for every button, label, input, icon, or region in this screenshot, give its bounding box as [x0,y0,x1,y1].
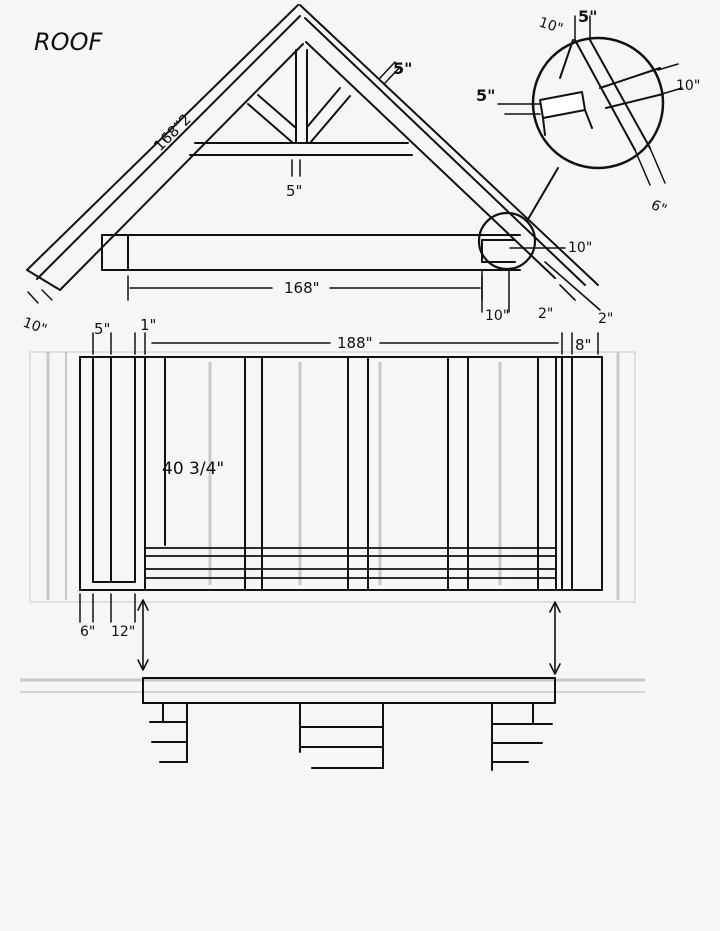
transfer-arrows [137,599,561,675]
detail-circle [531,36,665,170]
detail-left-label: 5" [476,86,495,105]
rafter-length-label: 168"2 [150,110,195,155]
overhang-a-label: 2" [538,306,553,322]
post-width-label: 5" [94,320,110,338]
bearing-width-label: 10" [485,308,509,324]
king-post [295,49,308,144]
gap-label: 1" [140,316,156,334]
web-thickness-label: 5" [286,182,302,200]
page-title: ROOF [34,28,103,56]
right-pier [491,702,553,771]
bottom-left-b-label: 12" [111,624,135,640]
wall-dimension-ticks [79,332,599,623]
detail-bottom-label: 6" [648,197,669,218]
end-width-label: 8" [575,336,591,354]
wall-length-label: 188" [337,334,373,352]
web-braces [247,87,351,144]
enlarged-detail: 10" 5" 5" 10" 6" [476,7,700,218]
wall-outline [79,356,603,591]
detail-right-label: 10" [676,78,700,94]
truss-dimension-ticks [27,61,510,313]
overhang-extension [544,261,601,311]
center-pier [299,702,384,769]
tie-beam-depth-label: 10" [568,240,592,256]
detail-top-right-label: 5" [578,7,597,26]
detail-leader-line [526,167,559,222]
tie-beam [101,234,521,271]
sill-beam [142,677,556,704]
bottom-left-a-label: 6" [80,624,95,640]
detail-rafter [559,39,651,151]
detail-callout-circle [477,211,537,271]
span-label: 168" [284,279,320,297]
detail-dimension-ticks [497,15,683,186]
paper-show-through [20,351,645,693]
detail-top-left-label: 10" [537,15,565,38]
right-end-posts [537,356,573,591]
left-pier [149,702,188,763]
left-end-posts [92,356,166,591]
overhang-b-label: 2" [598,311,613,327]
collar-tie [189,142,413,156]
detail-purlin [599,67,664,109]
stud-spacing-label: 40 3/4" [162,459,224,479]
rafter-thickness-label: 5" [393,59,412,78]
wall-framing-plan: 5" 1" 188" 8" 40 3/4" 6" 12" [79,316,603,640]
right-rafter [299,4,599,286]
truss-elevation: 168"2 5" 5" 10" 168" 10" 10" 2" 2" [21,4,613,338]
left-rafter [26,4,304,291]
bottom-plates [144,547,557,579]
tie-beam-bearing [481,239,516,263]
eave-left-label: 10" [21,315,49,338]
sill-section [142,677,556,771]
interior-studs [244,356,469,591]
detail-blocking [539,91,593,136]
